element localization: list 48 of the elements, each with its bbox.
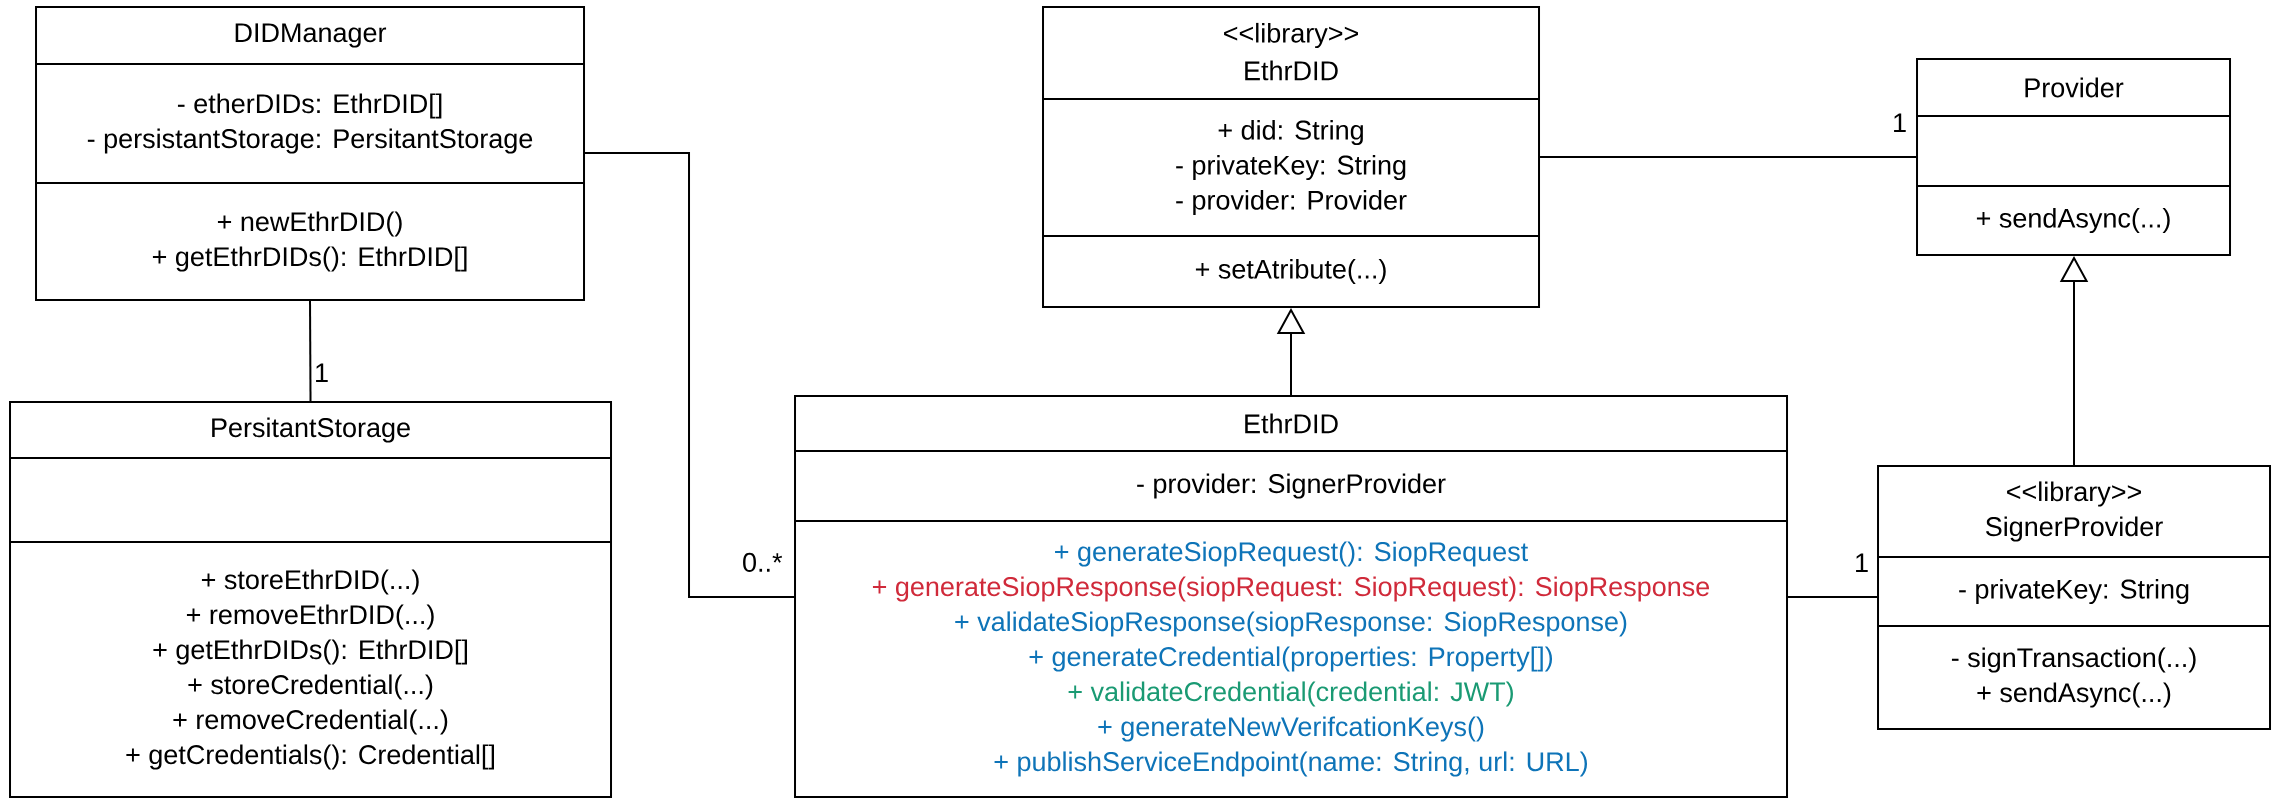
method: + sendAsync(...) bbox=[1977, 682, 2171, 708]
class-name: SignerProvider bbox=[1985, 516, 2163, 542]
attribute: - privateKey: String bbox=[1176, 154, 1406, 181]
attribute: - provider: Provider bbox=[1176, 189, 1407, 216]
class-box bbox=[794, 395, 1788, 798]
association-line bbox=[1539, 156, 1917, 158]
class-name: DIDManager bbox=[235, 23, 387, 48]
method: + newEthrDID() bbox=[217, 211, 402, 237]
method: + generateSiopResponse(siopRequest: SiopRequest): SiopResponse bbox=[872, 576, 1710, 602]
attribute: - etherDIDs: EthrDID[] bbox=[177, 93, 442, 119]
method: + generateNewVerifcationKeys() bbox=[1098, 716, 1484, 742]
class-box bbox=[1042, 6, 1540, 308]
class-name: EthrDID bbox=[1245, 60, 1338, 81]
multiplicity-label: 1 bbox=[1856, 553, 1868, 572]
class-name: PersitantStorage bbox=[212, 417, 410, 443]
attribute: - privateKey: String bbox=[1959, 578, 2189, 605]
class-box bbox=[1877, 465, 2271, 730]
multiplicity-label: 1 bbox=[1894, 113, 1906, 132]
attribute: - persistantStorage: PersitantStorage bbox=[87, 128, 533, 154]
method: + validateSiopResponse(siopResponse: SiopResponse) bbox=[955, 611, 1627, 637]
method: + getCredentials(): Credential[] bbox=[126, 744, 494, 770]
class-box bbox=[1916, 58, 2231, 256]
method: + generateCredential(properties: Property[]) bbox=[1029, 646, 1553, 672]
method: + sendAsync(...) bbox=[1976, 207, 2170, 234]
class-box bbox=[9, 401, 612, 798]
class-name: EthrDID bbox=[1245, 413, 1338, 434]
method: + storeEthrDID(...) bbox=[201, 569, 419, 595]
association-line bbox=[309, 300, 312, 402]
stereotype-label: <<library>> bbox=[2007, 481, 2141, 507]
multiplicity-label: 0..* bbox=[743, 552, 783, 572]
association-line bbox=[584, 152, 795, 598]
stereotype-label: <<library>> bbox=[1224, 22, 1358, 49]
method: + publishServiceEndpoint(name: String, url: URL) bbox=[994, 751, 1587, 777]
class-box bbox=[35, 6, 585, 301]
method: + removeCredential(...) bbox=[173, 709, 448, 735]
class-name: Provider bbox=[2025, 77, 2124, 98]
method: + getEthrDIDs(): EthrDID[] bbox=[153, 639, 467, 665]
attribute: - provider: SignerProvider bbox=[1137, 473, 1446, 499]
method: + storeCredential(...) bbox=[188, 674, 433, 700]
association-line bbox=[1787, 596, 1878, 598]
method: + generateSiopRequest(): SiopRequest bbox=[1055, 541, 1528, 567]
multiplicity-label: 1 bbox=[316, 363, 328, 382]
method: + setAtribute(...) bbox=[1195, 258, 1386, 285]
attribute: + did: String bbox=[1218, 119, 1363, 146]
method: + validateCredential(credential: JWT) bbox=[1068, 681, 1513, 707]
method: + removeEthrDID(...) bbox=[186, 604, 434, 630]
method: - signTransaction(...) bbox=[1951, 647, 2196, 673]
method: + getEthrDIDs(): EthrDID[] bbox=[152, 246, 467, 272]
